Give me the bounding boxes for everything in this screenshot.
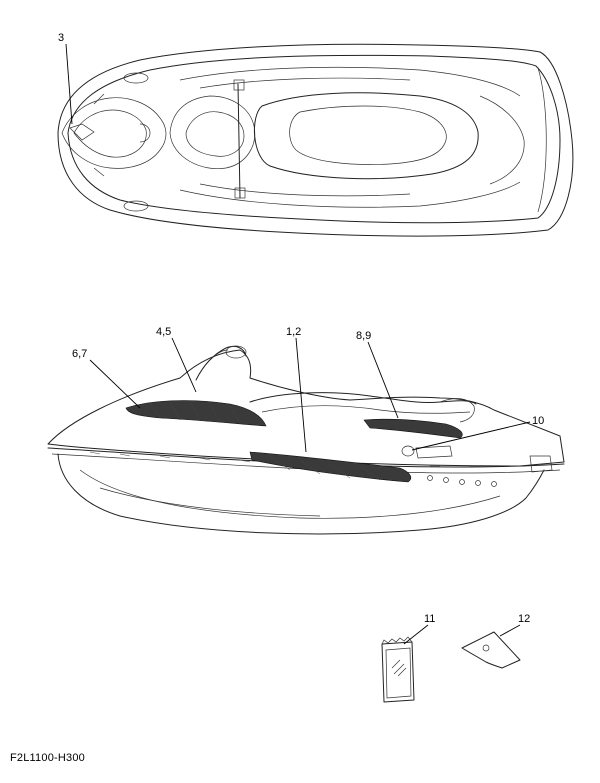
callout-3: 3: [58, 32, 73, 125]
side-view-watercraft: [47, 345, 565, 535]
callout-label-11: 11: [424, 613, 435, 625]
callout-6-7: 6,7: [72, 348, 141, 409]
diagram-part-code: F2L1100-H300: [10, 752, 85, 764]
callout-label-1-2: 1,2: [286, 326, 301, 338]
callout-4-5: 4,5: [156, 326, 197, 393]
callout-10: 10: [411, 415, 544, 451]
owner-card-pouch: [381, 636, 415, 703]
callout-1-2: 1,2: [286, 326, 307, 453]
tag-part: [461, 631, 521, 669]
callout-label-6-7: 6,7: [72, 348, 87, 360]
top-view-watercraft: [57, 43, 574, 237]
callout-11: 11: [403, 613, 435, 645]
callout-label-3: 3: [58, 32, 64, 44]
callout-label-4-5: 4,5: [156, 326, 171, 338]
callout-8-9: 8,9: [356, 330, 399, 419]
callout-label-8-9: 8,9: [356, 330, 371, 342]
callout-label-10: 10: [532, 415, 544, 427]
callout-12: 12: [499, 613, 530, 637]
callout-label-12: 12: [518, 613, 530, 625]
